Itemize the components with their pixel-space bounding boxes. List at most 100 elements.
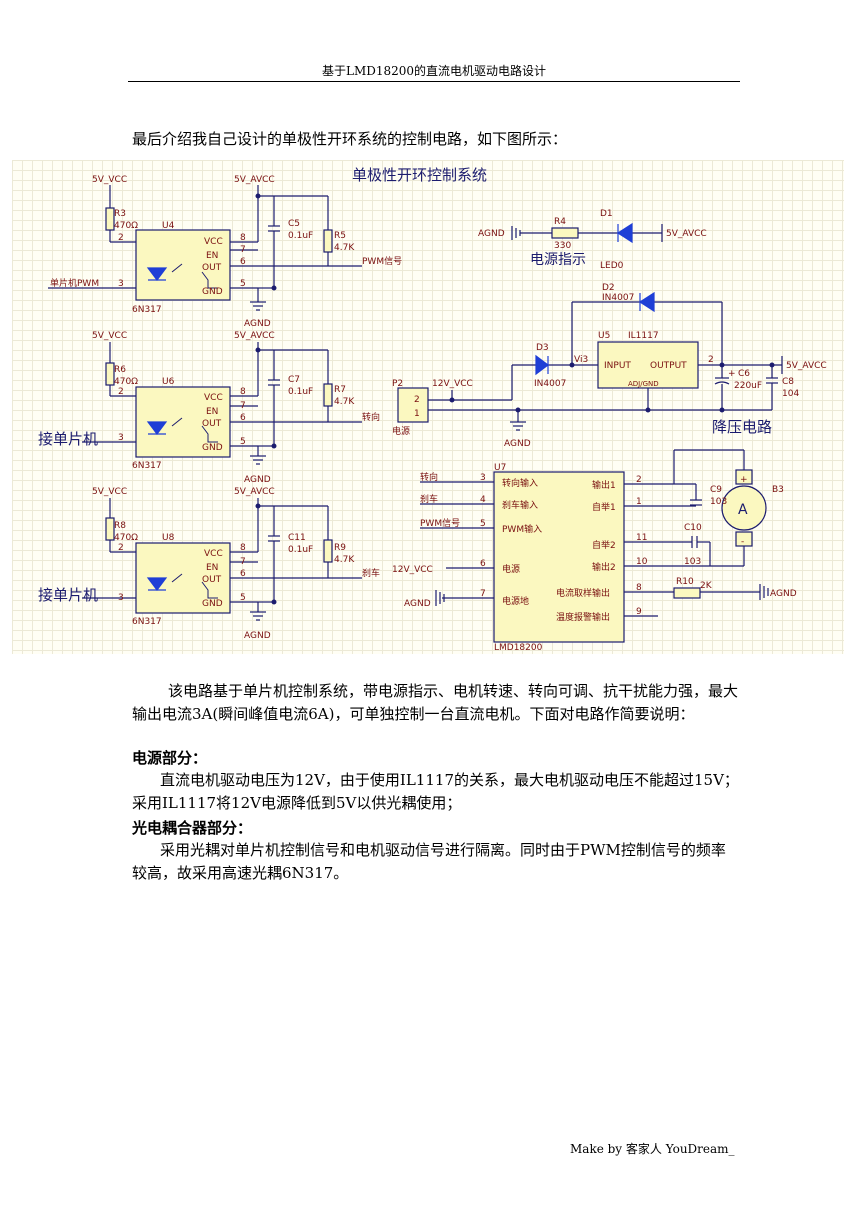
label-u4-pin5: 5 bbox=[240, 279, 246, 289]
label-agnd-r10: AGND bbox=[770, 589, 797, 599]
label-u7-boot1: 自举1 bbox=[592, 501, 616, 513]
label-5v-avcc-1: 5V_AVCC bbox=[234, 175, 275, 185]
label-p2-pin2: 2 bbox=[414, 395, 420, 405]
label-u4-pin2: 2 bbox=[118, 233, 124, 243]
label-5v-vcc-3: 5V_VCC bbox=[92, 487, 127, 497]
label-u8-gnd: GND bbox=[202, 599, 223, 609]
label-agnd-u7: AGND bbox=[404, 599, 431, 609]
label-u7-temp: 温度报警输出 bbox=[556, 611, 610, 623]
label-u5: U5 bbox=[598, 331, 610, 341]
label-u8-pin5: 5 bbox=[240, 593, 246, 603]
label-b3: B3 bbox=[772, 485, 784, 495]
label-u5-output: OUTPUT bbox=[650, 361, 687, 371]
label-motor-plus: + bbox=[740, 475, 748, 485]
paragraph-power: 直流电机驱动电压为12V，由于使用IL1117的关系，最大电机驱动电压不能超过1… bbox=[132, 771, 739, 812]
label-c11-value: 0.1uF bbox=[288, 545, 313, 555]
label-5v-vcc-2: 5V_VCC bbox=[92, 331, 127, 341]
label-u7-ground: 电源地 bbox=[502, 595, 529, 607]
label-r3: R3 bbox=[114, 209, 126, 219]
label-u8-pin3: 3 bbox=[118, 593, 124, 603]
label-c9: C9 bbox=[710, 485, 722, 495]
label-p2-pin1: 1 bbox=[414, 409, 420, 419]
label-c8-value: 104 bbox=[782, 389, 799, 399]
label-u6-part: 6N317 bbox=[132, 461, 162, 471]
label-u6-pin6: 6 bbox=[240, 413, 246, 423]
label-u7-pin2: 2 bbox=[636, 475, 642, 485]
label-u4-pin7: 7 bbox=[240, 245, 246, 255]
label-c5: C5 bbox=[288, 219, 300, 229]
label-u7-pin1: 1 bbox=[636, 497, 642, 507]
label-u7-isense: 电流取样输出 bbox=[556, 587, 610, 599]
label-u8: U8 bbox=[162, 533, 175, 543]
label-u4-pin8: 8 bbox=[240, 233, 246, 243]
label-c6-value: 220uF bbox=[734, 381, 762, 391]
label-u7: U7 bbox=[494, 463, 506, 473]
label-d1: D1 bbox=[600, 209, 613, 219]
label-r8: R8 bbox=[114, 521, 126, 531]
label-d2: D2 bbox=[602, 283, 615, 293]
label-u7-pin11: 11 bbox=[636, 533, 647, 543]
label-lmd18200: LMD18200 bbox=[494, 643, 543, 653]
label-agnd-2: AGND bbox=[244, 475, 271, 485]
label-u4-pin3: 3 bbox=[118, 279, 124, 289]
label-5v-avcc-3: 5V_AVCC bbox=[234, 487, 275, 497]
label-pwm-signal-1: PWM信号 bbox=[362, 255, 402, 267]
label-u5-adj: ADJ/GND bbox=[628, 380, 659, 388]
schematic-title: 单极性开环控制系统 bbox=[352, 166, 487, 184]
label-power-indicator: 电源指示 bbox=[530, 252, 586, 268]
label-5v-avcc-2: 5V_AVCC bbox=[234, 331, 275, 341]
label-u6-out: OUT bbox=[202, 419, 222, 429]
label-u4-pin6: 6 bbox=[240, 257, 246, 267]
label-u7-pin6: 6 bbox=[480, 559, 486, 569]
label-r9: R9 bbox=[334, 543, 346, 553]
label-mcu-input-3: 接单片机 bbox=[38, 586, 98, 604]
label-u8-part: 6N317 bbox=[132, 617, 162, 627]
label-u5-input: INPUT bbox=[604, 361, 631, 371]
label-u6-pin8: 8 bbox=[240, 387, 246, 397]
label-u8-pin8: 8 bbox=[240, 543, 246, 553]
label-d3: D3 bbox=[536, 343, 549, 353]
label-mcu-pwm: 单片机PWM bbox=[50, 277, 99, 289]
paragraph-overview: 该电路基于单片机控制系统，带电源指示、电机转速、转向可调、抗干扰能力强，最大输出… bbox=[132, 682, 739, 723]
label-u7-pin8: 8 bbox=[636, 583, 642, 593]
label-r7: R7 bbox=[334, 385, 346, 395]
label-u7-out1: 输出1 bbox=[592, 479, 616, 491]
label-r6: R6 bbox=[114, 365, 126, 375]
schematic-diagram: 单极性开环控制系统 5V_VCC 5V_AVCC R3 470Ω U4 2 3 … bbox=[12, 160, 844, 654]
label-vi3: Vi3 bbox=[574, 355, 588, 365]
label-motor: A bbox=[738, 502, 748, 518]
label-5v-avcc-out: 5V_AVCC bbox=[786, 361, 827, 371]
label-u7-boot2: 自举2 bbox=[592, 539, 616, 551]
label-c10-value: 103 bbox=[684, 557, 701, 567]
schematic-svg: 单极性开环控制系统 5V_VCC 5V_AVCC R3 470Ω U4 2 3 … bbox=[38, 166, 827, 653]
label-u8-pin6: 6 bbox=[240, 569, 246, 579]
label-r4: R4 bbox=[554, 217, 566, 227]
intro-text: 最后介绍我自己设计的单极性开环系统的控制电路，如下图所示： bbox=[132, 130, 568, 148]
label-r9-value: 4.7K bbox=[334, 555, 355, 565]
page-header: 基于LMD18200的直流电机驱动电路设计 bbox=[321, 64, 547, 78]
label-u4-gnd: GND bbox=[202, 287, 223, 297]
label-led: LED0 bbox=[600, 261, 624, 271]
label-u6-pin7: 7 bbox=[240, 401, 246, 411]
label-c7-value: 0.1uF bbox=[288, 387, 313, 397]
label-r10-value: 2K bbox=[700, 581, 713, 591]
label-u4-en: EN bbox=[206, 251, 218, 261]
heading-power-section: 电源部分： bbox=[132, 749, 208, 767]
label-5v-avcc-led: 5V_AVCC bbox=[666, 229, 707, 239]
label-p2: P2 bbox=[392, 379, 403, 389]
label-u6-gnd: GND bbox=[202, 443, 223, 453]
label-c7: C7 bbox=[288, 375, 300, 385]
label-c11: C11 bbox=[288, 533, 306, 543]
label-r5-value: 4.7K bbox=[334, 243, 355, 253]
label-u7-pin4: 4 bbox=[480, 495, 486, 505]
label-5v-vcc-1: 5V_VCC bbox=[92, 175, 127, 185]
label-u7-brake-net: 刹车 bbox=[420, 493, 438, 505]
label-u8-pin7: 7 bbox=[240, 557, 246, 567]
label-u7-pwm-net: PWM信号 bbox=[420, 517, 460, 529]
label-12v-vcc-1: 12V_VCC bbox=[432, 379, 473, 389]
label-r4-value: 330 bbox=[554, 241, 571, 251]
label-c6-plus: + bbox=[728, 369, 736, 379]
label-brake-signal-1: 刹车 bbox=[362, 567, 380, 579]
label-u8-vcc: VCC bbox=[204, 549, 223, 559]
label-u7-brake-in: 刹车输入 bbox=[502, 499, 538, 511]
